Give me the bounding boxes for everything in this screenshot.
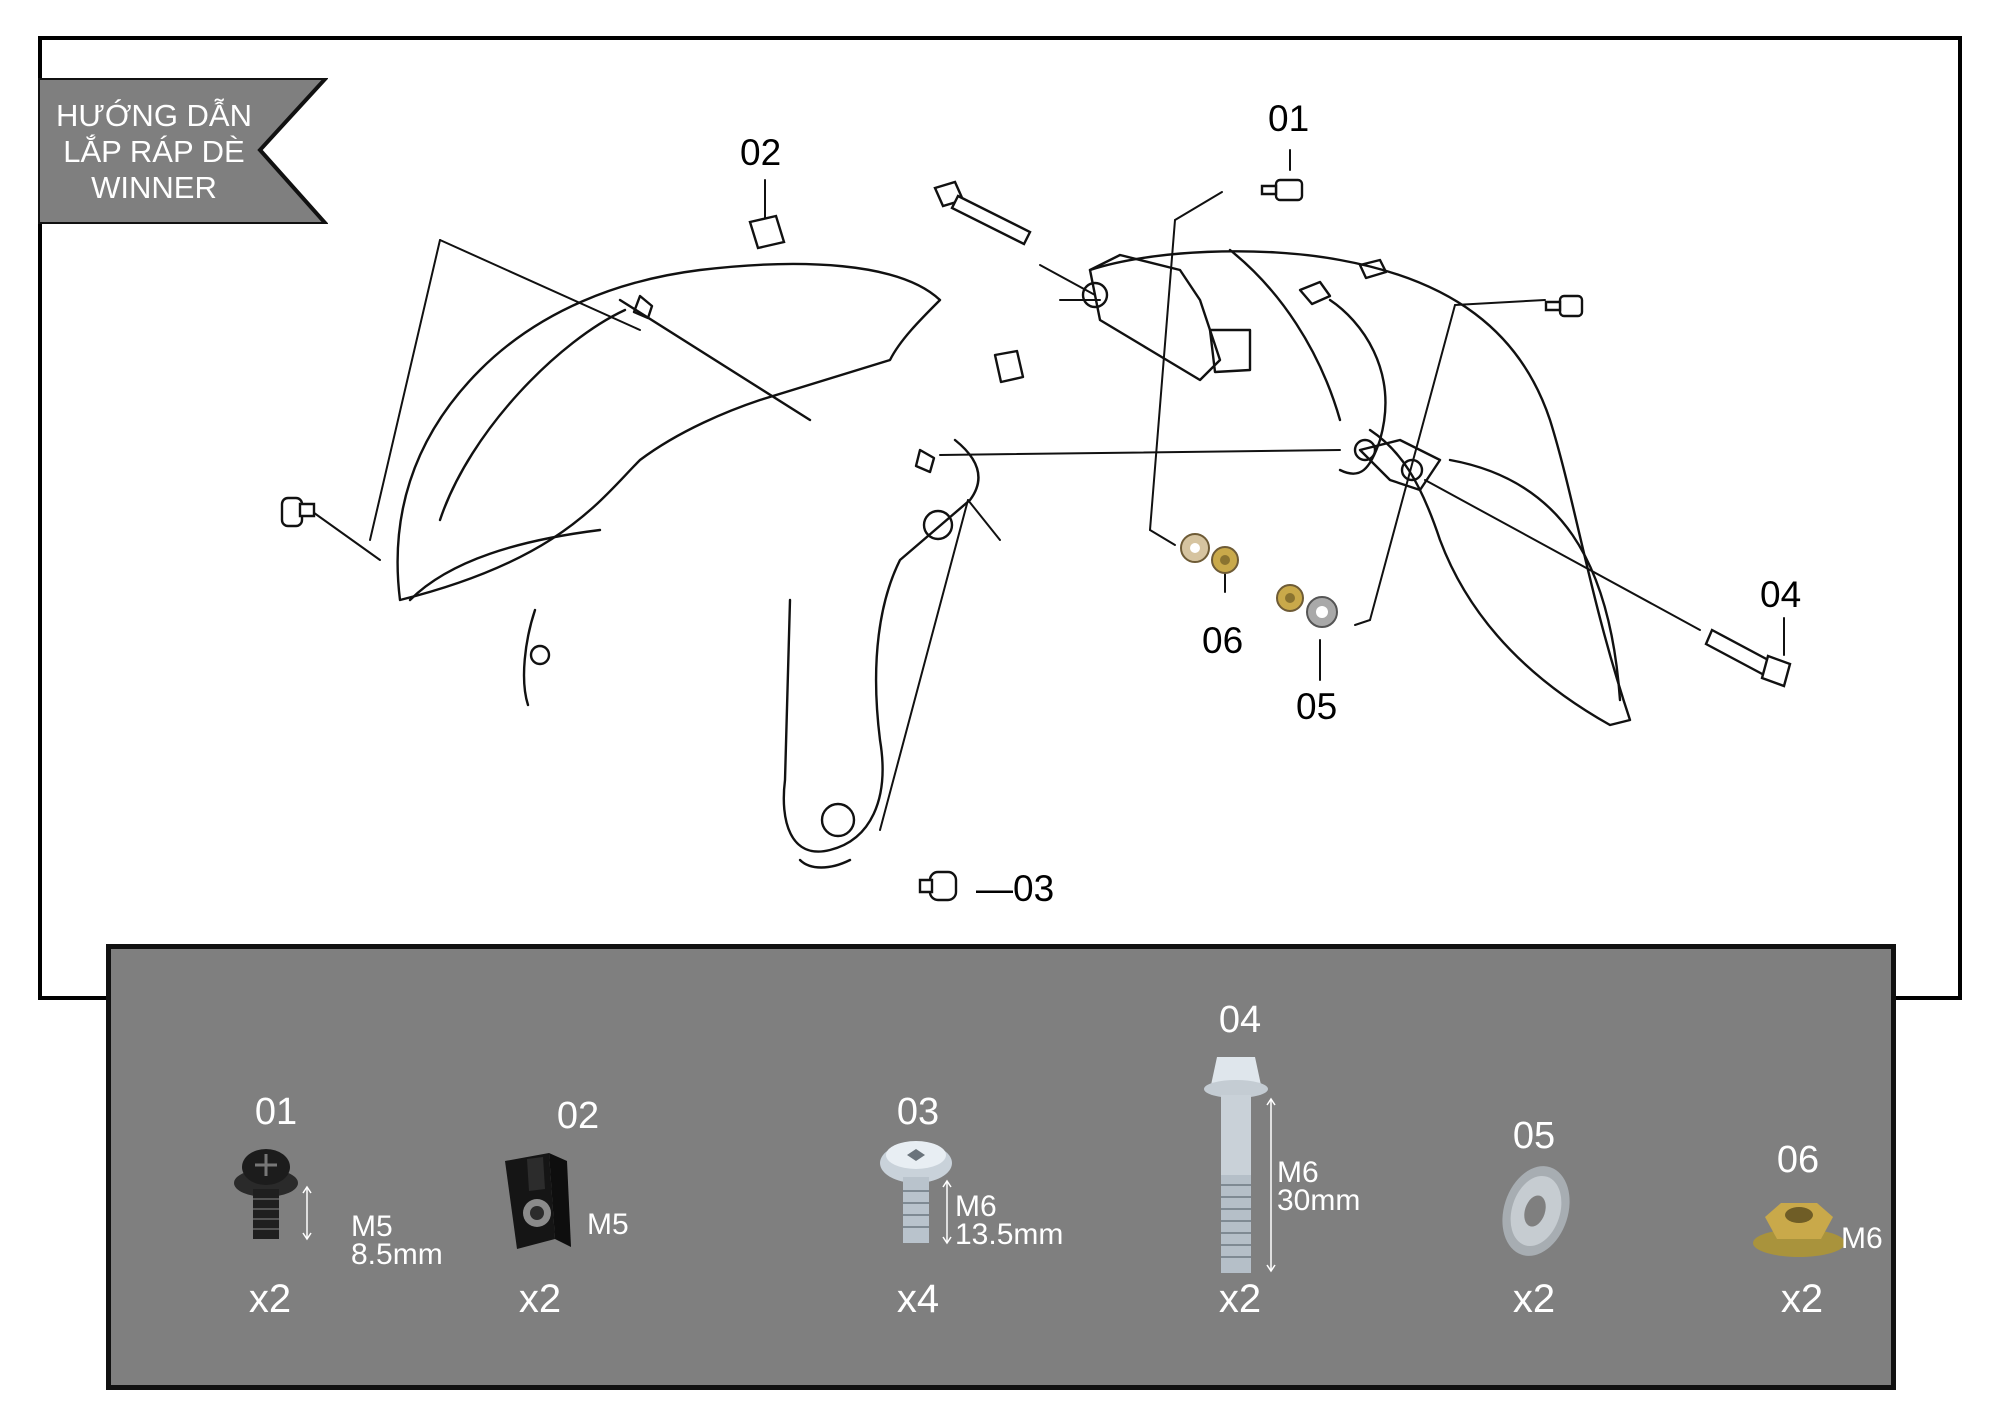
title-text: HƯỚNG DẪN LẮP RÁP DÈ WINNER [38, 98, 270, 206]
callout-03: —03 [976, 868, 1055, 909]
callout-02: 02 [740, 132, 782, 173]
part-03-spec-2: 13.5mm [955, 1218, 1064, 1251]
diagram-screw-03 [918, 870, 958, 902]
part-01-spec-2: 8.5mm [351, 1238, 443, 1271]
loose-clip-drawing [993, 349, 1025, 384]
diagram-clip-02 [748, 214, 786, 250]
part-02-number: 02 [556, 1095, 600, 1137]
title-line-2: LẮP RÁP DÈ [63, 134, 245, 169]
rear-fender-right [1081, 248, 1632, 727]
part-06: 06 M6 x2 [1701, 949, 1951, 1389]
diagram-frame [38, 36, 1962, 1000]
part-01-spec-1: M5 [351, 1210, 393, 1243]
title-banner: HƯỚNG DẪN LẮP RÁP DÈ WINNER [38, 78, 328, 224]
diagram-bolt-upper [933, 180, 1032, 246]
part-04-spec-2: 30mm [1277, 1184, 1361, 1217]
front-fender-left [396, 262, 980, 869]
part-06-quantity: x2 [1780, 1277, 1824, 1321]
clip-nut-icon [505, 1153, 571, 1249]
flange-screw-icon [234, 1149, 312, 1241]
flange-nut-icon [1753, 1203, 1845, 1257]
diagram-screw-right [1544, 294, 1584, 318]
diagram-screw-01 [1260, 178, 1304, 202]
diagram-screw-left [280, 496, 316, 528]
exploded-view-drawing [280, 149, 1792, 902]
part-02-spec-1: M5 [587, 1208, 629, 1241]
callout-05: 05 [1296, 686, 1338, 727]
part-01-number: 01 [254, 1091, 298, 1133]
washer-icon [1502, 1166, 1570, 1256]
part-06-spec-1: M6 [1841, 1222, 1883, 1255]
part-02-quantity: x2 [518, 1277, 562, 1321]
callout-04: 04 [1760, 574, 1802, 615]
diagram-washer-06 [1180, 533, 1239, 574]
callout-01: 01 [1268, 98, 1310, 139]
callout-06: 06 [1202, 620, 1244, 661]
part-01-quantity: x2 [248, 1277, 292, 1321]
part-04-quantity: x2 [1218, 1277, 1262, 1321]
part-04-number: 04 [1218, 999, 1262, 1041]
part-03: 03 M6 13.5mm x4 [831, 949, 1081, 1389]
part-04: 04 M6 30mm x2 [1151, 949, 1401, 1389]
title-line-3: WINNER [91, 170, 217, 205]
part-02: 02 M5 x2 [487, 949, 737, 1389]
part-06-number: 06 [1776, 1139, 1820, 1181]
diagram-washer-05 [1276, 584, 1338, 628]
title-line-1: HƯỚNG DẪN [55, 98, 252, 133]
part-05-number: 05 [1512, 1115, 1556, 1157]
button-head-bolt-icon [880, 1141, 952, 1245]
part-01: 01 M5 8.5mm x2 [181, 949, 443, 1389]
parts-panel: 01 M5 8.5mm x2 02 M5 x2 [106, 944, 1896, 1390]
part-03-quantity: x4 [896, 1277, 940, 1321]
part-03-spec-1: M6 [955, 1190, 997, 1223]
diagram-bolt-04 [1704, 628, 1792, 688]
part-05: 05 x2 [1431, 949, 1681, 1389]
leader-lines [309, 149, 1785, 831]
part-03-number: 03 [896, 1091, 940, 1133]
banner-shape [38, 78, 328, 224]
part-04-spec-1: M6 [1277, 1156, 1319, 1189]
part-05-quantity: x2 [1512, 1277, 1556, 1321]
hex-flange-bolt-icon [1204, 1057, 1276, 1273]
